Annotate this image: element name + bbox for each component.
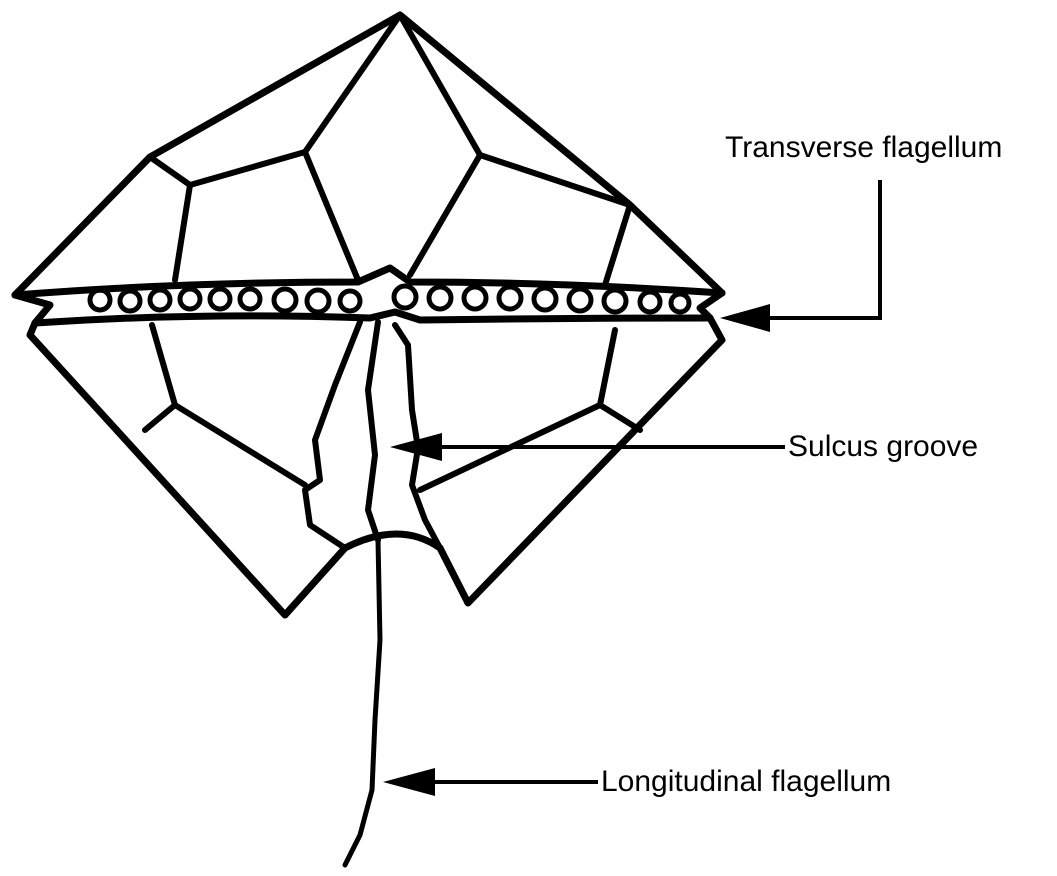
coil [274,289,296,311]
hypotheca-antapical-arc [345,534,440,548]
sulcus [305,322,440,548]
epitheca-plate-line-6 [605,205,630,285]
coil [240,289,260,309]
coil [180,289,200,309]
longitudinal-pointer [383,768,598,796]
coil [340,291,360,311]
hypotheca-plate-line-3 [600,330,640,430]
coil [90,290,110,310]
sulcus-left-wall [305,322,360,548]
transverse-pointer [720,180,880,332]
hypotheca-outline-left [30,323,345,615]
coil [150,290,170,310]
hypotheca-plate-line-2 [175,405,305,485]
coil [671,294,689,312]
coil [394,286,416,308]
coil [499,287,521,309]
epitheca [15,15,722,295]
epitheca-plate-line-3 [175,185,190,280]
transverse-flagellum-coils [90,286,689,312]
coil [604,290,626,312]
longitudinal-flagellum [345,540,380,865]
coil [210,289,230,309]
transverse-flagellum-label: Transverse flagellum [725,133,1002,163]
epitheca-plate-line-5 [410,155,480,275]
coil [640,292,660,312]
cingulum-right-notch [700,293,722,318]
transverse-leader-line [760,180,880,318]
epitheca-plate-line-1 [150,15,400,185]
longitudinal-flagellum-label: Longitudinal flagellum [601,767,891,797]
sulcus-groove-label: Sulcus groove [788,432,978,462]
coil [307,290,329,312]
transverse-arrowhead [720,304,770,332]
cingulum-left-notch [15,295,50,323]
coil [120,291,140,311]
coil [429,287,451,309]
coil [569,289,591,311]
cingulum-lower-edge [35,312,710,323]
longitudinal-arrowhead [383,768,435,796]
hypotheca-plate-line-1 [145,325,175,430]
epitheca-plate-line-4 [305,152,358,280]
coil [464,287,486,309]
sulcus-inner-left [368,322,378,540]
coil [534,288,556,310]
sulcus-pointer [390,433,785,461]
